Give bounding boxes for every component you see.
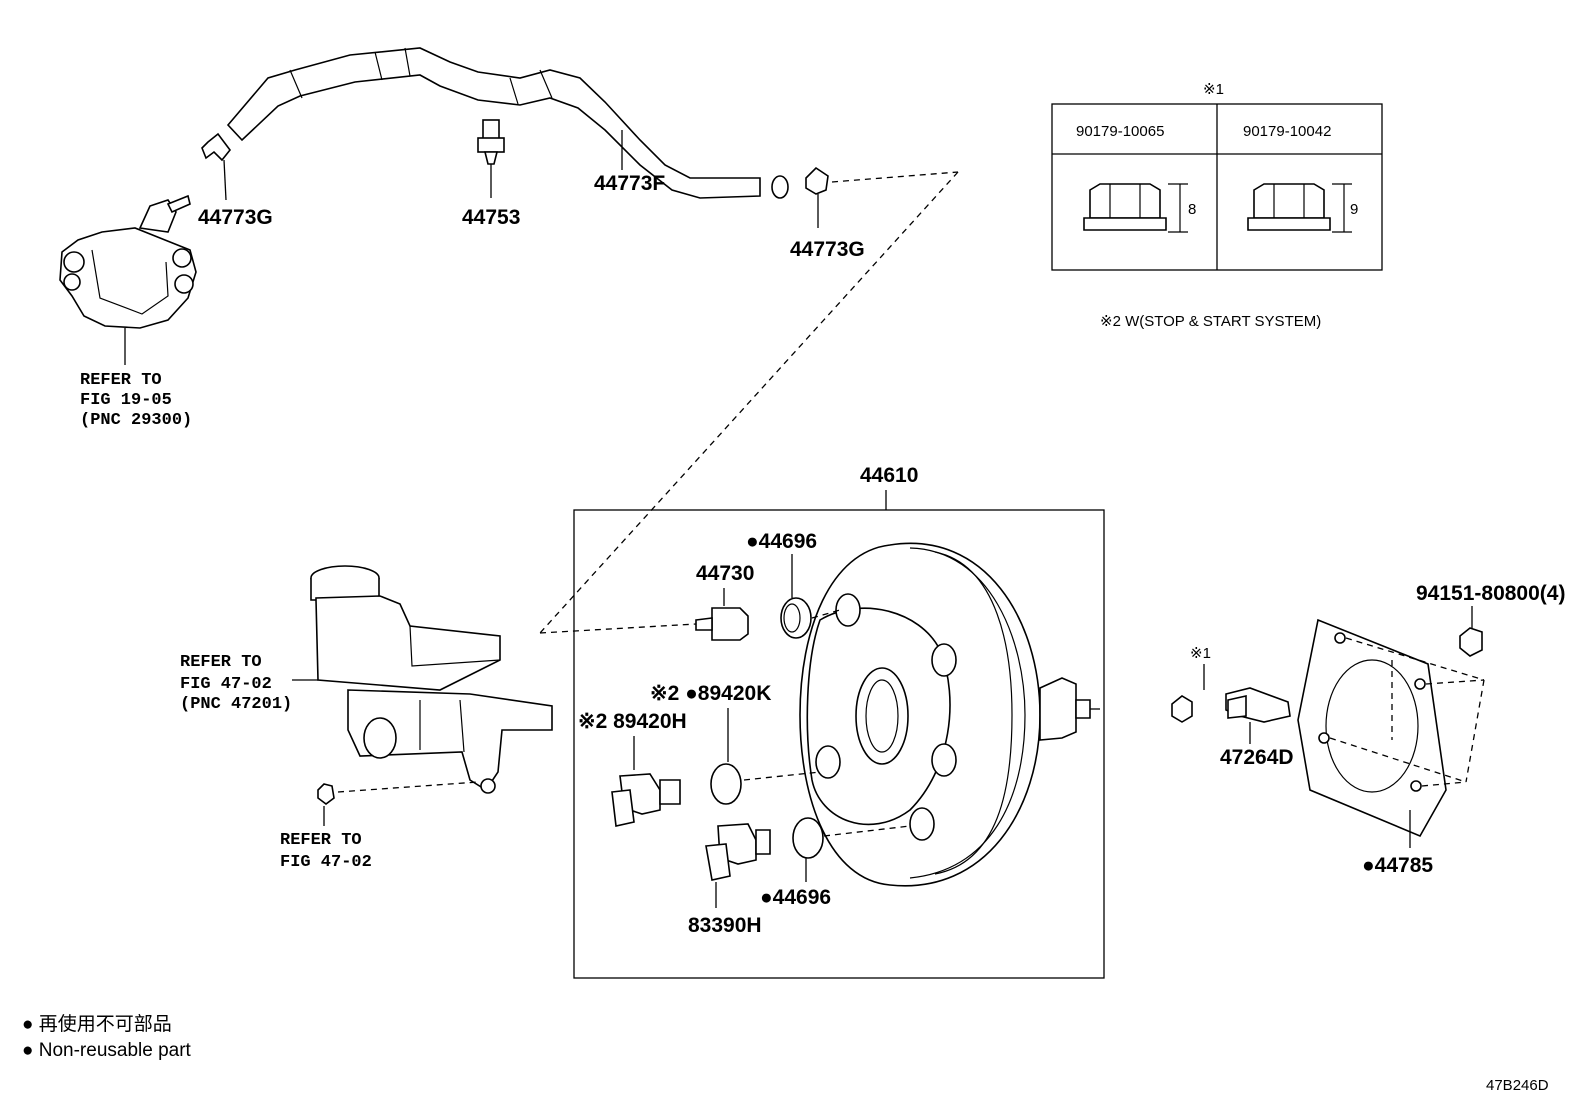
grommet-bottom[interactable] — [792, 817, 824, 859]
label-44753: 44753 — [462, 206, 520, 229]
reservoir-cap-small[interactable] — [317, 783, 335, 826]
figure-code: 47B246D — [1486, 1077, 1549, 1094]
ref-vacuum-pump-line2: FIG 19-05 — [80, 391, 172, 410]
grommet-middle[interactable] — [710, 763, 742, 805]
label-44610: 44610 — [860, 464, 918, 487]
note-table-col1: 90179-10065 — [1076, 123, 1164, 140]
ref-vacuum-pump-line3: (PNC 29300) — [80, 411, 192, 430]
hose-clip-right[interactable] — [805, 166, 829, 228]
booster-check-valve[interactable] — [695, 607, 749, 641]
note-2: ※2 W(STOP & START SYSTEM) — [1100, 313, 1321, 330]
master-cylinder[interactable] — [310, 565, 553, 794]
ref-cap-line2: FIG 47-02 — [280, 853, 372, 872]
ref-cap-line1: REFER TO — [280, 831, 362, 850]
label-83390h: 83390H — [688, 914, 762, 937]
pressure-switch[interactable] — [705, 823, 771, 908]
note-table-col2: 90179-10042 — [1243, 123, 1331, 140]
note-table-dim2: 9 — [1350, 201, 1358, 218]
label-44696-bottom: ●44696 — [760, 886, 831, 909]
ref-master-cylinder-line3: (PNC 47201) — [180, 695, 292, 714]
gasket-nut[interactable] — [1459, 627, 1483, 657]
booster-gasket[interactable] — [1297, 618, 1447, 838]
vacuum-sensor[interactable] — [611, 773, 681, 827]
label-44773f: 44773F — [594, 172, 665, 195]
vacuum-hose[interactable] — [226, 47, 789, 199]
grommet-top[interactable] — [780, 597, 812, 639]
label-44730: 44730 — [696, 562, 754, 585]
hose-clip-left[interactable] — [201, 132, 232, 201]
label-47264d: 47264D — [1220, 746, 1294, 769]
legend-english: ● Non-reusable part — [22, 1040, 192, 1061]
ref-vacuum-pump-line1: REFER TO — [80, 371, 162, 390]
brake-booster[interactable] — [799, 542, 1100, 887]
label-89420h: ※2 89420H — [578, 710, 687, 733]
booster-nut[interactable] — [1171, 695, 1193, 723]
label-44773g-right: 44773G — [790, 238, 865, 261]
vacuum-pump[interactable] — [59, 194, 197, 365]
ref-master-cylinder-line1: REFER TO — [180, 653, 262, 672]
booster-bracket[interactable] — [1225, 687, 1291, 744]
label-44785: ●44785 — [1362, 854, 1433, 877]
legend-japanese: ● 再使用不可部品 — [22, 1013, 172, 1035]
label-44696-top: ●44696 — [746, 530, 817, 553]
booster-assembly-box — [573, 509, 1105, 979]
label-note1-small: ※1 — [1190, 645, 1211, 662]
label-44773g-top: 44773G — [198, 206, 273, 229]
note-table-dim1: 8 — [1188, 201, 1196, 218]
note-table-mark: ※1 — [1203, 81, 1224, 98]
label-89420k: ※2 ●89420K — [650, 682, 771, 705]
ref-master-cylinder-line2: FIG 47-02 — [180, 675, 272, 694]
check-valve[interactable] — [477, 119, 505, 198]
label-94151: 94151-80800(4) — [1416, 582, 1565, 605]
nut-spec-table — [1051, 103, 1383, 271]
